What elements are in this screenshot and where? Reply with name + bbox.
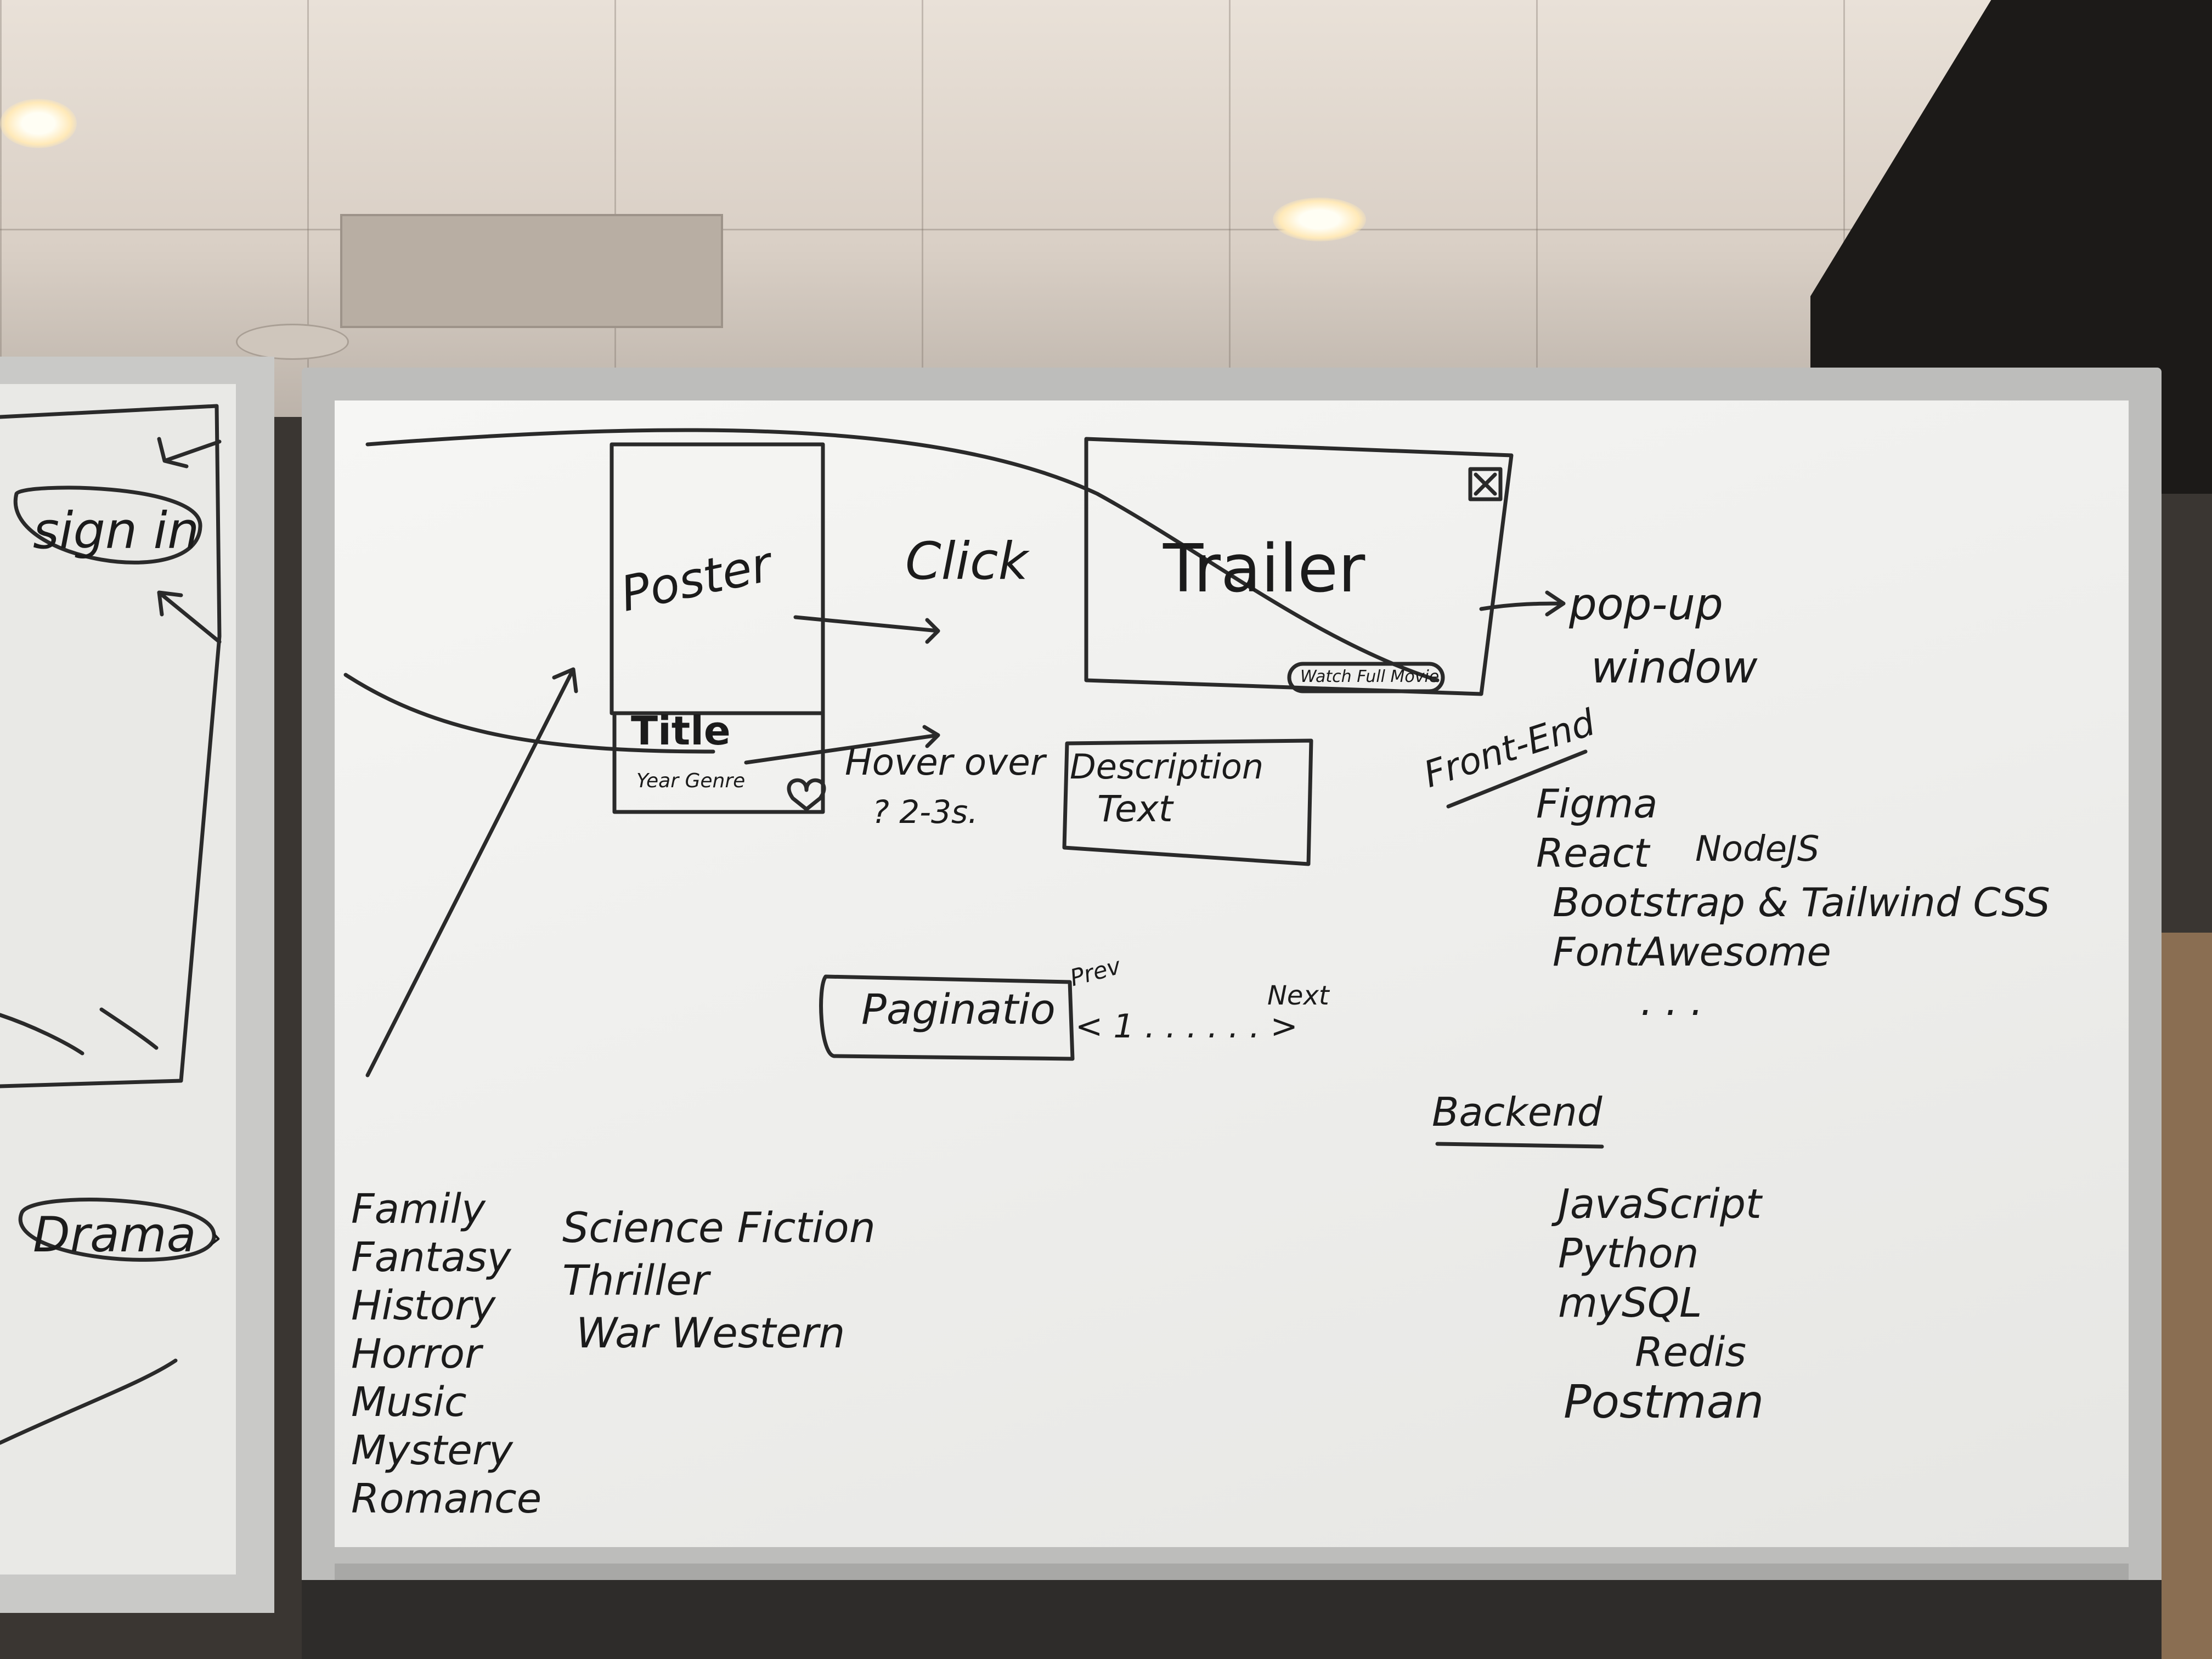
tech-item: Figma xyxy=(1536,781,1658,827)
ceiling-light-left xyxy=(0,99,77,148)
genre-list-2: Science Fiction Thriller War Western xyxy=(562,1201,876,1359)
pagination-label: Paginatio xyxy=(861,985,1056,1034)
tech-item: Redis xyxy=(1635,1329,1747,1376)
sign-in-label: sign in xyxy=(33,501,200,560)
text-label: Text xyxy=(1097,788,1173,830)
left-curve xyxy=(0,1358,178,1445)
tech-item: Bootstrap & Tailwind CSS xyxy=(1553,879,2050,926)
sign-in-oval xyxy=(13,486,202,565)
tech-item: . . . xyxy=(1640,978,1703,1024)
left-whiteboard xyxy=(0,384,236,1575)
popup-arrow xyxy=(1479,590,1566,617)
ceiling-speaker xyxy=(236,324,349,360)
year-genre-label: Year Genre xyxy=(636,770,746,792)
close-box xyxy=(1468,467,1503,501)
genre-item: Family xyxy=(351,1186,486,1233)
drama-label: Drama xyxy=(33,1206,196,1263)
watch-full-movie-label: Watch Full Movie xyxy=(1300,667,1440,686)
poster-to-click-arrow xyxy=(793,615,940,644)
description-box xyxy=(1062,738,1313,866)
pagination-box xyxy=(819,974,1075,1061)
tech-item: Postman xyxy=(1564,1375,1764,1429)
genre-item: History xyxy=(351,1282,496,1329)
hover-arrow-line xyxy=(343,673,715,754)
hover-time-label: ? 2-3s. xyxy=(872,793,978,831)
description-label: Description xyxy=(1070,747,1264,787)
tech-item: React xyxy=(1536,830,1650,876)
trailer-box xyxy=(1084,437,1514,696)
trailer-label: Trailer xyxy=(1163,531,1365,607)
front-end-underline xyxy=(1446,749,1588,809)
drama-oval xyxy=(18,1198,216,1262)
genre-item: Fantasy xyxy=(351,1234,511,1281)
genre-item: Science Fiction xyxy=(562,1203,876,1252)
arrow-to-sign-in-bottom xyxy=(157,590,222,644)
title-label: Title xyxy=(631,708,731,754)
backend-heading: Backend xyxy=(1432,1089,1602,1135)
tech-item: Python xyxy=(1558,1230,1699,1277)
hover-label: Hover over xyxy=(845,741,1045,783)
ceiling-vent xyxy=(340,214,723,328)
poster-box xyxy=(610,442,825,715)
genre-item: Romance xyxy=(351,1475,542,1522)
title-box xyxy=(612,711,825,814)
genre-item: Music xyxy=(351,1379,467,1426)
backend-list: JavaScript Python mySQL Redis Postman xyxy=(1558,1180,1764,1426)
phone-outline xyxy=(0,404,222,1088)
sweeping-line xyxy=(365,428,1440,682)
nodejs-label: NodeJS xyxy=(1695,829,1820,870)
tech-item: mySQL xyxy=(1558,1279,1702,1327)
genre-item: Thriller xyxy=(562,1256,709,1305)
tech-item: JavaScript xyxy=(1558,1181,1762,1228)
window-label: window xyxy=(1591,642,1758,693)
front-end-list: Figma React Bootstrap & Tailwind CSS Fon… xyxy=(1536,779,2050,1026)
genre-item: War Western xyxy=(576,1308,845,1357)
click-label: Click xyxy=(905,532,1028,591)
main-whiteboard xyxy=(335,400,2129,1547)
diagonal-arrow xyxy=(365,667,578,1077)
genre-item: Mystery xyxy=(351,1427,513,1474)
tech-item: FontAwesome xyxy=(1553,929,1831,975)
genre-list-1: Family Fantasy History Horror Music Myst… xyxy=(351,1185,541,1523)
pager-label: < 1 . . . . . . > xyxy=(1075,1007,1298,1046)
cubicle-panel xyxy=(302,1580,2162,1659)
next-label: Next xyxy=(1267,980,1329,1011)
backend-underline xyxy=(1435,1142,1604,1149)
close-x xyxy=(1474,472,1497,496)
genre-item: Horror xyxy=(351,1330,482,1378)
popup-label: pop-up xyxy=(1569,579,1723,630)
left-scribble xyxy=(0,1007,159,1056)
drama-chevron-icon: › xyxy=(208,1218,222,1257)
heart-icon xyxy=(787,778,826,811)
arrow-to-sign-in-top xyxy=(157,437,222,469)
watch-full-movie-pill xyxy=(1287,662,1445,693)
title-to-hover-arrow xyxy=(744,725,940,765)
ceiling-light-center xyxy=(1273,198,1366,241)
